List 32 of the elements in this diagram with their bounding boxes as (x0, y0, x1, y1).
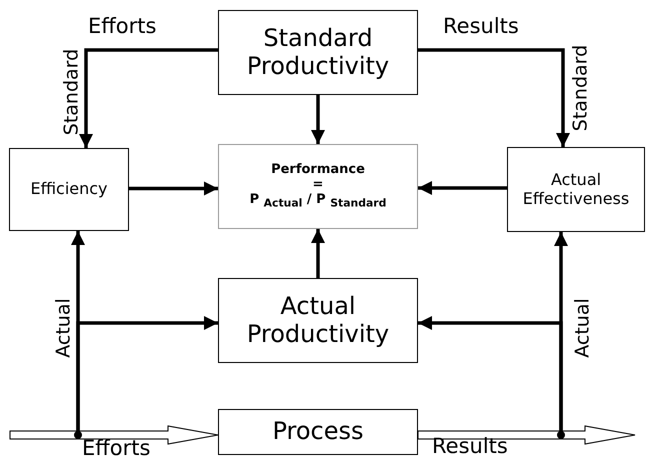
edge-label: Results (432, 436, 508, 457)
process-box (218, 278, 418, 363)
arrow (311, 229, 325, 278)
axis-label: Standard (62, 48, 82, 136)
hollow-arrow (10, 425, 218, 445)
node-text: Standard Productivity (246, 24, 390, 80)
node-text: Actual Productivity (246, 292, 390, 348)
process-box (9, 148, 129, 231)
edge-label: Results (443, 16, 519, 37)
node-text: P $_{Actual}$ / P $_{Standard}$ (250, 192, 386, 210)
arrow (311, 95, 325, 144)
node-text: Process (272, 418, 364, 446)
process-box (218, 10, 418, 95)
node-text: Performance (271, 163, 365, 178)
edge-label: Efforts (88, 16, 156, 37)
process-box (507, 147, 645, 232)
arrow (418, 316, 563, 431)
process-box (218, 409, 418, 455)
arrow (76, 316, 218, 431)
node-text: Actual Effectiveness (522, 171, 630, 208)
arrow (129, 182, 218, 196)
arrow (418, 48, 570, 147)
axis-label: Actual (54, 298, 74, 358)
arrow (418, 181, 507, 195)
result-box (218, 144, 418, 229)
arrow (79, 48, 218, 148)
hollow-arrow (418, 425, 636, 445)
edge-label: Efforts (82, 438, 150, 459)
node-text: = (312, 178, 324, 193)
axis-label: Standard (572, 44, 590, 132)
node-text: Efficiency (30, 180, 108, 199)
axis-label: Actual (574, 298, 592, 358)
